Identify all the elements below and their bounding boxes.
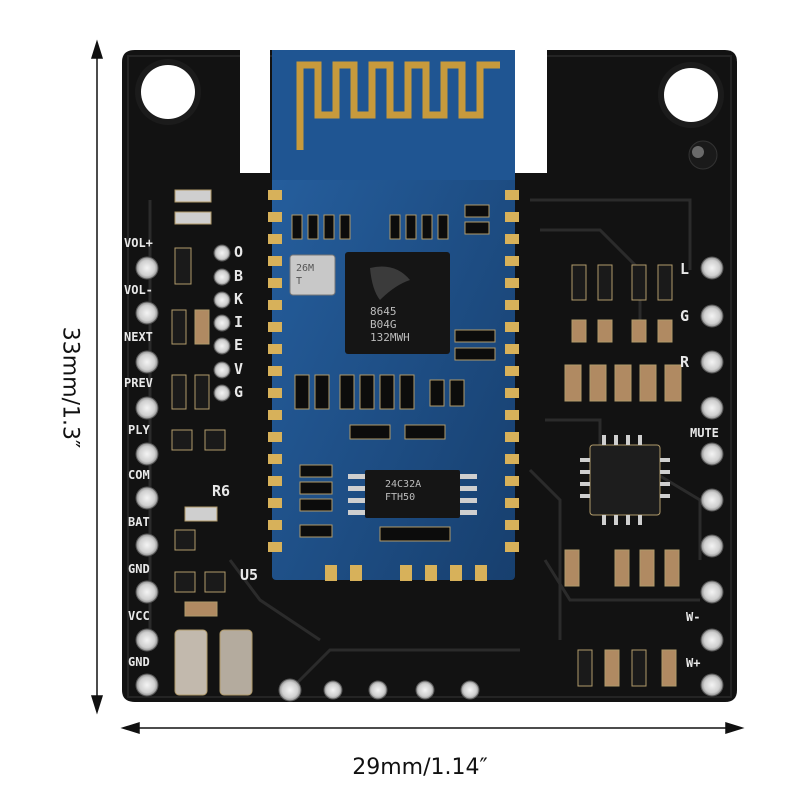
pin-label-next: NEXT [124, 330, 153, 344]
mounting-hole-left [135, 59, 201, 125]
silk-r6: R6 [212, 482, 231, 500]
inner-label-e: E [234, 336, 244, 354]
pin-label-gnd-2: GND [128, 655, 150, 669]
inner-pin-pads [213, 244, 231, 402]
right-label-mute: MUTE [690, 426, 719, 440]
left-pin-pads [135, 256, 159, 697]
width-dimension-label: 29mm/1.14″ [352, 755, 488, 780]
mounting-hole-right [658, 62, 724, 128]
pin-label-vol-plus: VOL+ [124, 236, 153, 250]
test-point-top-right [688, 140, 718, 170]
eeprom-chip-marking: 24C32A FTH50 [385, 478, 421, 504]
eeprom-chip-line-1: 24C32A [385, 479, 422, 490]
dimension-arrow-vertical [90, 39, 104, 715]
inner-label-b: B [234, 267, 244, 285]
right-components [564, 264, 682, 687]
right-label-r: R [680, 353, 690, 371]
amp-chip-pins [580, 435, 670, 525]
right-label-l: L [680, 260, 690, 278]
main-chip-line-2: B04G [370, 318, 397, 331]
crystal-line-1: 26M [296, 263, 315, 274]
pin-label-gnd-1: GND [128, 562, 150, 576]
inner-label-k: K [234, 290, 244, 308]
silk-u5: U5 [240, 566, 259, 584]
inner-label-v: V [234, 360, 244, 378]
right-label-w-plus: W+ [686, 656, 701, 670]
module-pads-bottom [325, 565, 487, 581]
module-pads-right [505, 190, 519, 552]
pin-label-vcc: VCC [128, 609, 150, 623]
inner-label-g: G [234, 383, 244, 401]
eeprom-chip-line-2: FTH50 [385, 492, 416, 503]
height-dimension-label: 33mm/1.3″ [57, 326, 83, 449]
eeprom-chip [365, 470, 460, 518]
right-label-g: G [680, 307, 690, 325]
inner-label-i: I [234, 313, 244, 331]
pin-label-bat: BAT [128, 515, 150, 529]
module-pads-left [268, 190, 282, 552]
pin-label-ply: PLY [128, 423, 150, 437]
left-components [171, 189, 253, 696]
dimension-arrow-horizontal [120, 721, 745, 735]
bottom-pin-pads [278, 678, 480, 702]
inner-label-o: O [234, 243, 244, 261]
right-label-w-minus: W- [686, 610, 701, 624]
bluetooth-module [268, 50, 519, 581]
crystal-oscillator [289, 254, 336, 296]
crystal-line-2: T [296, 276, 303, 287]
right-pin-pads [700, 256, 724, 697]
module-passives [291, 204, 496, 542]
pin-label-prev: PREV [124, 376, 153, 390]
main-chip-marking: 8645 B04G 132MWH [370, 305, 410, 344]
crystal-marking: 26M T [296, 262, 314, 288]
antenna-trace [296, 61, 500, 150]
pin-label-vol-minus: VOL- [124, 283, 153, 297]
main-chip-line-1: 8645 [370, 305, 397, 318]
main-chip-line-3: 132MWH [370, 331, 410, 344]
pin-label-com: COM [128, 468, 150, 482]
